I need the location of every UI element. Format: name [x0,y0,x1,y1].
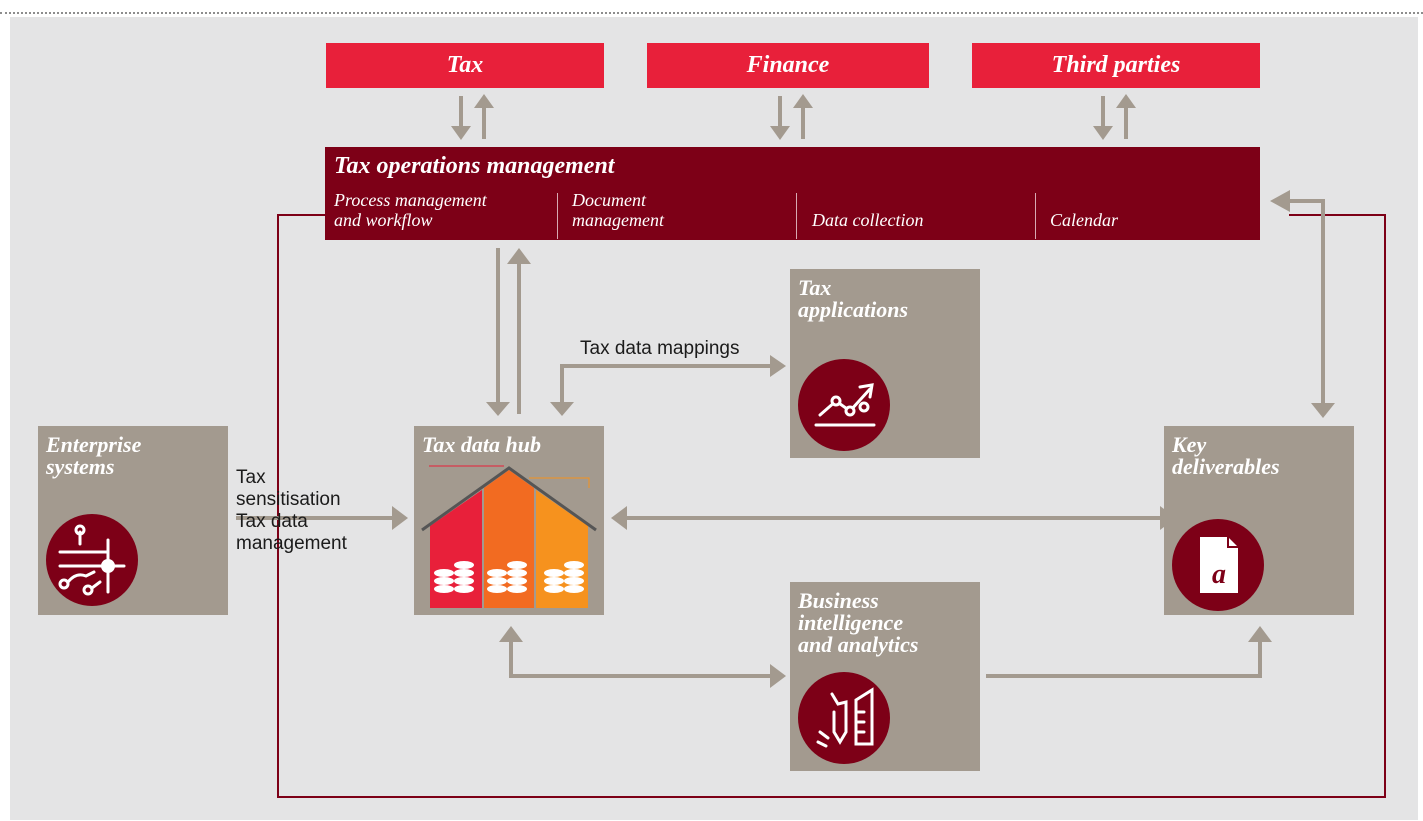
tax-data-hub-box: Tax data hub [414,426,604,615]
ops-item-document: Document management [572,190,664,230]
document-a-icon: a [1172,519,1264,611]
tax-operations-bar: Tax operations management Process manage… [325,147,1260,240]
key-deliverables-box: Key deliverables a [1164,426,1354,615]
ops-divider [796,193,797,239]
mapping-flow-text: Tax data mappings [580,338,740,359]
finance-source-label: Finance [746,52,830,78]
third-parties-source-arrows [1093,94,1136,140]
tax-source-arrows [451,94,494,140]
tax-applications-box: Tax applications [790,269,980,458]
finance-source-arrows [770,94,813,140]
ops-item-calendar: Calendar [1050,210,1119,230]
ops-item-data-collection: Data collection [812,210,924,230]
house-coins-icon [421,465,597,608]
circuit-icon [46,514,138,606]
bi-deliverables-arrow [986,626,1272,678]
ops-divider [557,193,558,239]
third-parties-source-box: Third parties [972,43,1260,88]
ops-item-process: Process management and workflow [334,190,487,230]
business-intelligence-label: Business intelligence and analytics [798,588,919,657]
tools-ruler-icon [798,672,890,764]
trend-chart-icon [798,359,890,451]
svg-text:a: a [1212,559,1226,590]
hub-bi-arrow [499,626,786,688]
enterprise-flow-text: Tax sensitisation Tax data management [236,467,347,554]
hub-deliverables-arrow [611,506,1176,530]
top-dotted-divider [0,12,1423,14]
business-intelligence-box: Business intelligence and analytics [790,582,980,771]
ops-deliverables-arrow [1288,199,1335,418]
ops-divider [1035,193,1036,239]
tax-source-label: Tax [446,52,484,78]
tax-data-hub-label: Tax data hub [422,432,542,457]
mapping-arrow [550,355,786,416]
tax-applications-label: Tax applications [798,275,909,322]
enterprise-hub-arrow [236,506,408,530]
tax-source-box: Tax [326,43,604,88]
finance-source-box: Finance [647,43,929,88]
third-parties-source-label: Third parties [1051,52,1181,78]
key-deliverables-label: Key deliverables [1172,432,1280,479]
enterprise-systems-label: Enterprise systems [46,432,142,479]
ops-hub-arrows [486,248,531,416]
tax-operations-title: Tax operations management [334,153,615,179]
outer-loop-line [277,214,1386,798]
enterprise-systems-box: Enterprise systems [38,426,228,615]
